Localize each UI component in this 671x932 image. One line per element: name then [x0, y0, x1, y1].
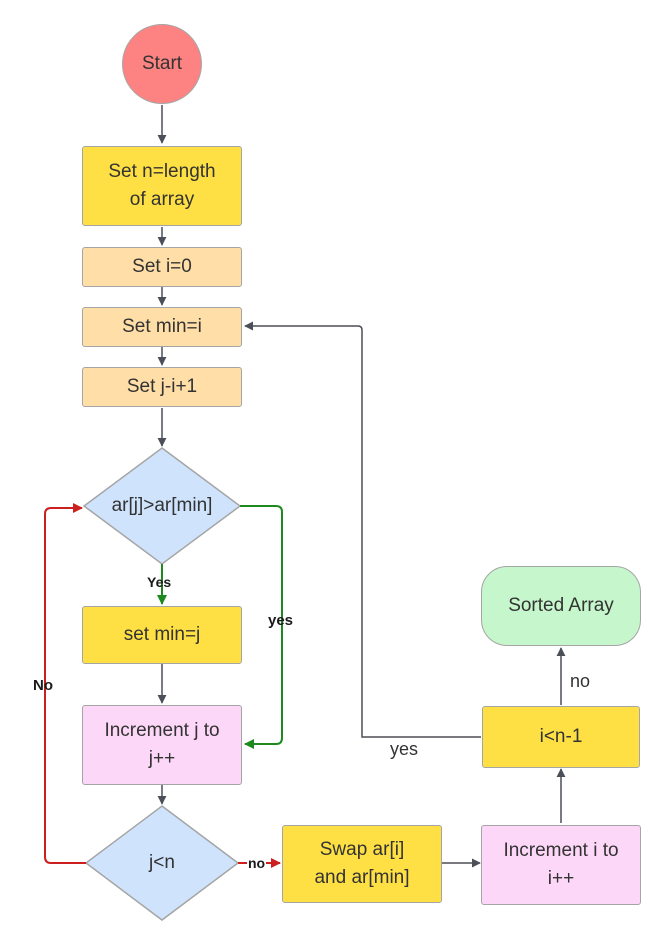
check-j-no-loop-label: No	[33, 677, 53, 694]
increment-i-node: Increment i to i++	[481, 825, 641, 905]
check-i-node: i<n-1	[482, 706, 640, 768]
set-min-i-node-label: Set min=i	[122, 316, 202, 337]
compare-yes-down-label: Yes	[147, 574, 172, 590]
edge-compare-yes-right	[240, 505, 283, 749]
check-j-no-right-label: no	[247, 855, 267, 871]
sorted-array-node: Sorted Array	[481, 566, 641, 646]
compare-decision-label: ar[j]>ar[min]	[111, 495, 213, 516]
set-j-node: Set j-i+1	[82, 367, 242, 407]
compare-yes-right-label: yes	[268, 612, 294, 629]
swap-node-label: Swap ar[i] and ar[min]	[314, 839, 410, 888]
check-j-decision-shape	[84, 805, 240, 921]
set-i-node-label: Set i=0	[132, 256, 192, 277]
start-node-label: Start	[141, 53, 183, 74]
start-node: Start	[122, 24, 202, 104]
sorted-array-node-label: Sorted Array	[508, 595, 614, 616]
swap-node: Swap ar[i] and ar[min]	[282, 825, 442, 903]
set-n-node-label: Set n=length of array	[108, 161, 216, 210]
set-n-node: Set n=length of array	[82, 146, 242, 226]
edge-check-j-no-loop	[44, 503, 86, 864]
check-i-yes-label: yes	[390, 739, 419, 759]
set-j-node-label: Set j-i+1	[126, 376, 198, 397]
increment-j-node: Increment j to j++	[82, 705, 242, 785]
increment-i-node-label: Increment i to i++	[503, 840, 619, 889]
edge-check-i-yes-to-set-min	[244, 321, 481, 738]
check-i-no-label: no	[570, 671, 591, 691]
set-min-j-node: set min=j	[82, 606, 242, 664]
check-i-node-label: i<n-1	[539, 726, 583, 747]
check-j-decision-label: j<n	[149, 852, 175, 873]
set-min-i-node: Set min=i	[82, 307, 242, 347]
set-min-j-node-label: set min=j	[123, 624, 201, 645]
increment-j-node-label: Increment j to j++	[104, 720, 220, 769]
set-i-node: Set i=0	[82, 247, 242, 287]
